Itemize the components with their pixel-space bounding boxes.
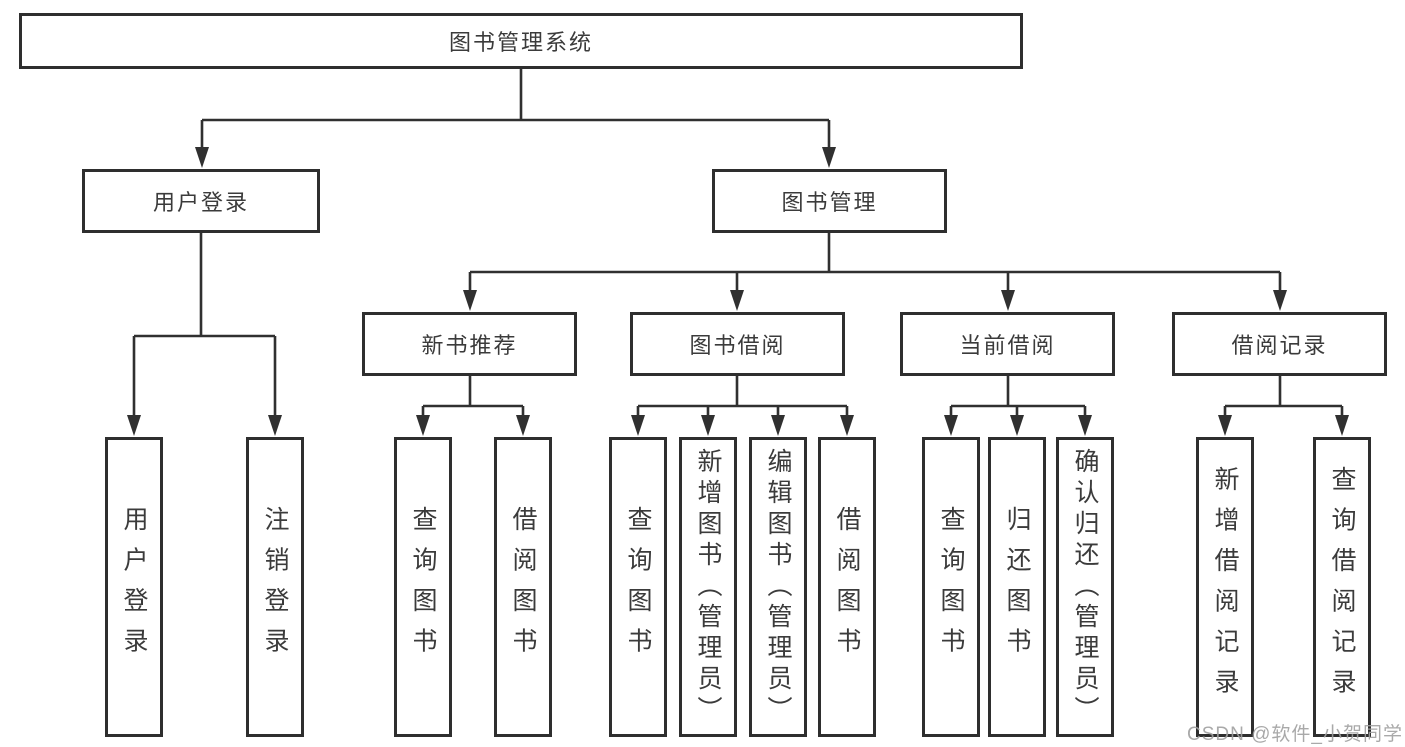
leaf-label: 借阅图书	[833, 506, 861, 668]
arrow-down-icon	[1001, 290, 1015, 311]
arrow-down-icon	[701, 415, 715, 436]
leaf-query-books: 查询图书	[922, 437, 980, 737]
arrow-down-icon	[730, 290, 744, 311]
arrow-down-icon	[416, 415, 430, 436]
arrow-down-icon	[1010, 415, 1024, 436]
leaf-query-books: 查询图书	[609, 437, 667, 737]
leaf-label: 归还图书	[1003, 506, 1031, 668]
csdn-watermark: CSDN @软件_小贺同学	[1187, 724, 1403, 745]
node-label: 图书管理	[781, 190, 878, 215]
leaf-label: 查询图书	[409, 506, 437, 668]
leaf-label: 借阅图书	[509, 506, 537, 668]
node-label: 当前借阅	[959, 333, 1056, 358]
leaf-label: 新增借阅记录	[1211, 465, 1239, 709]
arrow-down-icon	[771, 415, 785, 436]
leaf-label: 查询借阅记录	[1328, 465, 1356, 709]
leaf-add-books-admin: 新增图书（管理员）	[679, 437, 737, 737]
arrow-down-icon	[463, 290, 477, 311]
node-user-login: 用户登录	[82, 169, 320, 233]
leaf-user-login: 用户登录	[105, 437, 163, 737]
leaf-label: 新增图书（管理员）	[694, 447, 722, 727]
leaf-return-books: 归还图书	[988, 437, 1046, 737]
arrow-down-icon	[1335, 415, 1349, 436]
leaf-borrow-books: 借阅图书	[494, 437, 552, 737]
arrow-down-icon	[944, 415, 958, 436]
leaf-label: 注销登录	[261, 506, 289, 668]
arrow-down-icon	[195, 147, 209, 168]
arrow-down-icon	[268, 415, 282, 436]
node-label: 用户登录	[152, 190, 249, 215]
arrow-down-icon	[1273, 290, 1287, 311]
node-current-borrowing: 当前借阅	[900, 312, 1115, 376]
leaf-label: 查询图书	[937, 506, 965, 668]
node-label: 图书借阅	[689, 333, 786, 358]
arrow-down-icon	[1078, 415, 1092, 436]
leaf-confirm-return-admin: 确认归还（管理员）	[1056, 437, 1114, 737]
node-book-borrowing: 图书借阅	[630, 312, 845, 376]
leaf-logout: 注销登录	[246, 437, 304, 737]
arrow-down-icon	[1218, 415, 1232, 436]
leaf-add-borrow-record: 新增借阅记录	[1196, 437, 1254, 737]
leaf-label: 编辑图书（管理员）	[764, 447, 792, 727]
arrow-down-icon	[516, 415, 530, 436]
leaf-query-books: 查询图书	[394, 437, 452, 737]
arrow-down-icon	[631, 415, 645, 436]
leaf-borrow-books: 借阅图书	[818, 437, 876, 737]
leaf-edit-books-admin: 编辑图书（管理员）	[749, 437, 807, 737]
node-borrowing-records: 借阅记录	[1172, 312, 1387, 376]
node-label: 借阅记录	[1231, 333, 1328, 358]
leaf-label: 确认归还（管理员）	[1071, 447, 1099, 727]
arrow-down-icon	[840, 415, 854, 436]
node-new-book-recommendation: 新书推荐	[362, 312, 577, 376]
leaf-label: 查询图书	[624, 506, 652, 668]
node-label: 图书管理系统	[448, 30, 593, 55]
arrow-down-icon	[127, 415, 141, 436]
arrow-down-icon	[822, 147, 836, 168]
leaf-label: 用户登录	[120, 506, 148, 668]
node-library-management-system: 图书管理系统	[19, 13, 1023, 69]
node-label: 新书推荐	[421, 333, 518, 358]
leaf-query-borrow-record: 查询借阅记录	[1313, 437, 1371, 737]
node-book-management: 图书管理	[712, 169, 947, 233]
